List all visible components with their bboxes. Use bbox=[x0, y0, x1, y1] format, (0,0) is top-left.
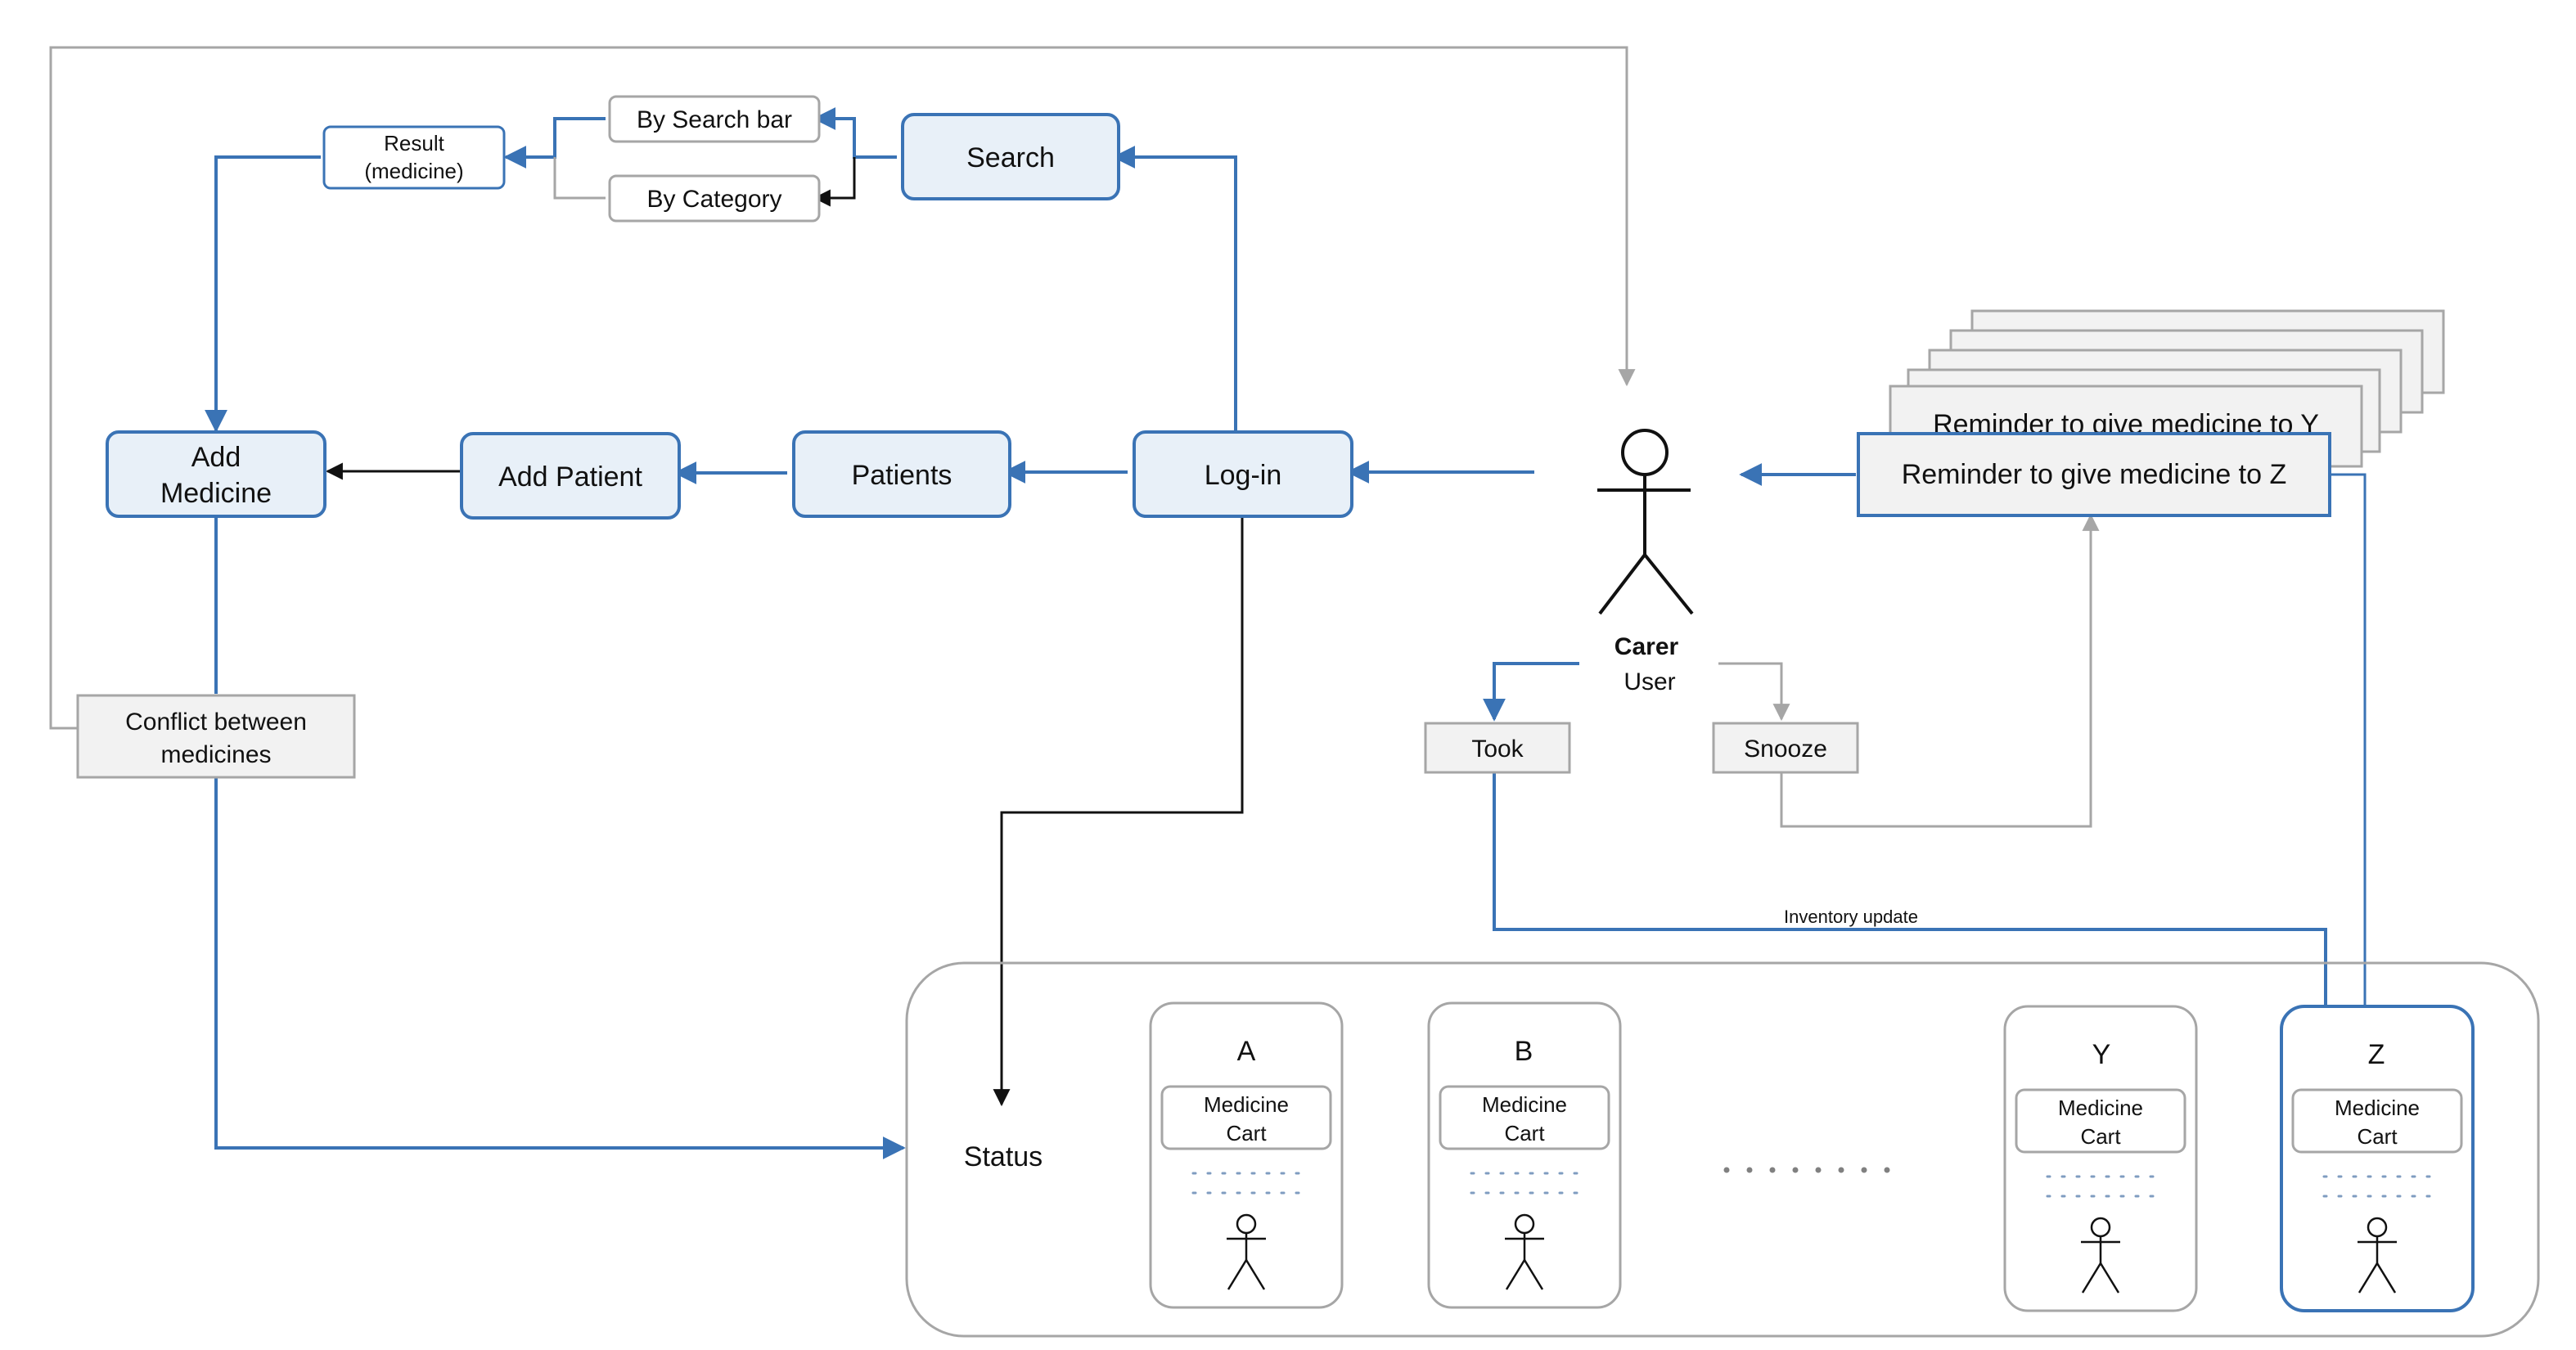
search-node: Search bbox=[901, 113, 1120, 200]
by-category-to-result-connector bbox=[553, 157, 606, 200]
result-node: Result (medicine) bbox=[322, 125, 506, 190]
login-node: Log-in bbox=[1133, 430, 1353, 518]
patient-card-y: Y Medicine Cart bbox=[2003, 1005, 2198, 1312]
patient-card-b: B Medicine Cart bbox=[1427, 1001, 1622, 1309]
add-medicine-label-line2: Medicine bbox=[160, 478, 272, 509]
reminder-stack: Reminder to give medicine to Y Reminder … bbox=[1857, 309, 2445, 517]
result-label-line1: Result bbox=[384, 131, 444, 155]
snooze-node: Snooze bbox=[1712, 722, 1859, 774]
reminder-z-card: Reminder to give medicine to Z bbox=[1857, 432, 2331, 517]
patient-card-letter: Z bbox=[2368, 1039, 2385, 1070]
carer-to-took-connector bbox=[1483, 662, 1579, 722]
patient-stick-figure-icon bbox=[1505, 1213, 1544, 1290]
medicine-cart-label-line2: Cart bbox=[1504, 1121, 1545, 1145]
result-label-line2: (medicine) bbox=[364, 159, 463, 183]
carer-actor bbox=[1597, 429, 1694, 615]
conflict-to-status-connector bbox=[214, 776, 906, 1159]
medicine-cart-label-line1: Medicine bbox=[1204, 1092, 1289, 1117]
carer-to-snooze-connector bbox=[1718, 662, 1790, 722]
patient-card-a: A Medicine Cart bbox=[1149, 1001, 1344, 1309]
patient-stick-figure-icon bbox=[1227, 1213, 1266, 1290]
medicine-cart-label-line2: Cart bbox=[1226, 1121, 1267, 1145]
status-label: Status bbox=[964, 1141, 1043, 1172]
took-label: Took bbox=[1471, 736, 1524, 763]
patient-card-z: Z Medicine Cart bbox=[2280, 1005, 2475, 1312]
inventory-update-label: Inventory update bbox=[1784, 907, 1918, 927]
by-search-bar-to-result-connector bbox=[503, 117, 606, 169]
patient-stick-figure-icon bbox=[2358, 1217, 2397, 1294]
snooze-label: Snooze bbox=[1744, 736, 1827, 763]
patient-card-letter: Y bbox=[2092, 1039, 2111, 1070]
login-to-search-connector bbox=[1112, 146, 1237, 431]
by-category-node: By Category bbox=[608, 174, 821, 223]
login-label: Log-in bbox=[1205, 460, 1282, 491]
status-container: Status bbox=[905, 961, 2540, 1338]
took-node: Took bbox=[1424, 722, 1571, 774]
add-patient-node: Add Patient bbox=[460, 432, 681, 520]
medicine-cart-label-line2: Cart bbox=[2357, 1124, 2398, 1149]
by-search-bar-node: By Search bar bbox=[608, 95, 821, 143]
login-to-status-connector bbox=[993, 517, 1244, 1107]
medicine-cart-label-line1: Medicine bbox=[2335, 1096, 2420, 1120]
conflict-to-carer-connector bbox=[49, 46, 1636, 730]
patients-node: Patients bbox=[792, 430, 1011, 518]
patients-label: Patients bbox=[852, 460, 952, 491]
carer-head-icon bbox=[1621, 429, 1669, 476]
by-category-label: By Category bbox=[646, 186, 781, 213]
add-medicine-label-line1: Add bbox=[191, 442, 241, 473]
medicine-cart-label-line2: Cart bbox=[2080, 1124, 2121, 1149]
conflict-label-line1: Conflict between bbox=[125, 709, 307, 736]
patient-card-letter: A bbox=[1237, 1036, 1256, 1067]
by-search-bar-label: By Search bar bbox=[637, 106, 792, 133]
cart-ellipsis bbox=[1723, 1167, 1890, 1173]
carer-type-label: User bbox=[1624, 668, 1675, 695]
snooze-to-reminder-connector bbox=[1780, 513, 2100, 828]
add-medicine-node: Add Medicine bbox=[106, 430, 327, 518]
search-label: Search bbox=[966, 142, 1055, 173]
conflict-label-line2: medicines bbox=[160, 741, 271, 768]
patient-stick-figure-icon bbox=[2081, 1217, 2120, 1294]
search-to-by-search-bar-connector bbox=[813, 107, 897, 159]
medicine-cart-label-line1: Medicine bbox=[1482, 1092, 1567, 1117]
add-patient-label: Add Patient bbox=[498, 461, 642, 493]
patient-card-letter: B bbox=[1515, 1036, 1533, 1067]
reminder-to-cart-z-connector bbox=[2327, 473, 2367, 1005]
search-to-by-category-connector bbox=[813, 157, 856, 207]
carer-role-label: Carer bbox=[1615, 633, 1679, 660]
reminder-z-label: Reminder to give medicine to Z bbox=[1902, 459, 2287, 490]
conflict-node: Conflict between medicines bbox=[76, 694, 356, 779]
result-to-add-medicine-connector bbox=[205, 155, 321, 433]
medicine-cart-label-line1: Medicine bbox=[2058, 1096, 2143, 1120]
